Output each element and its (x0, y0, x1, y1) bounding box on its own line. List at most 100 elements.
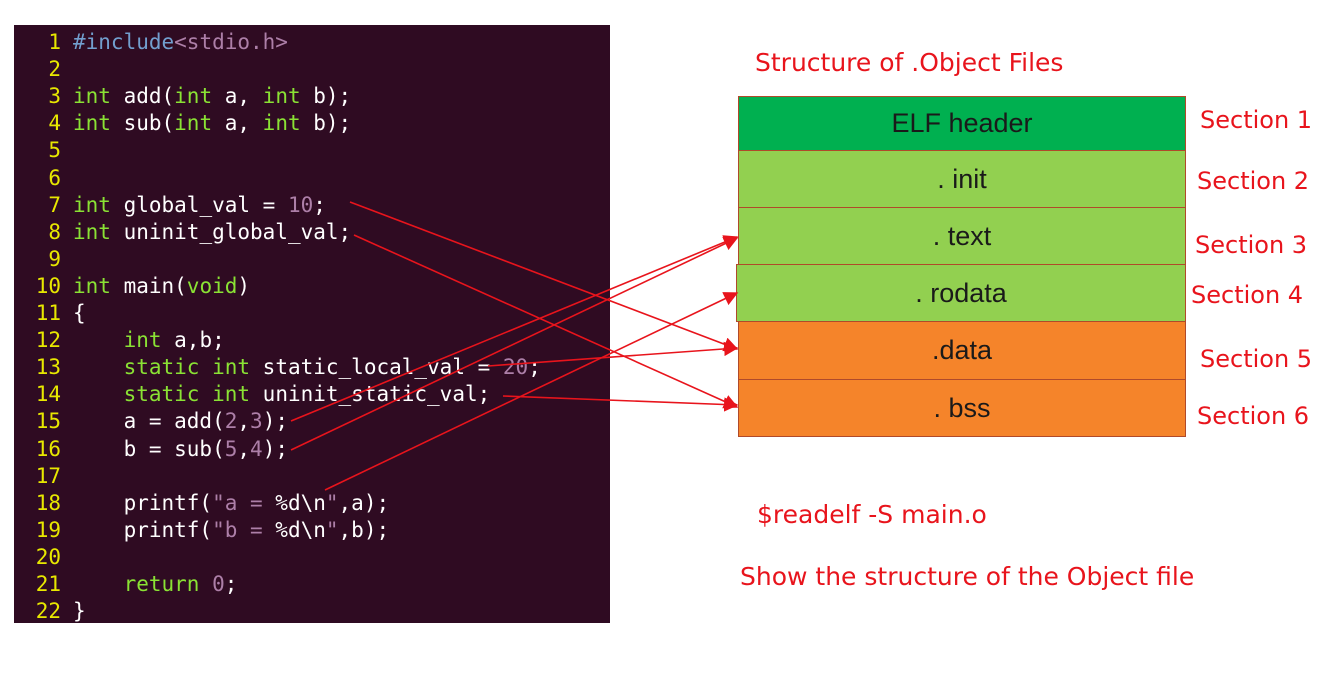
section-row: . init (738, 150, 1186, 208)
code-token: { (73, 301, 86, 325)
code-token: ; (528, 355, 541, 380)
code-token: " (325, 490, 339, 515)
code-token: int (212, 382, 251, 407)
arrow-uninit-global-to-bss (353, 234, 739, 409)
code-token: printf( (73, 517, 213, 542)
line-number: 5 (48, 138, 61, 163)
code-line: 6 (14, 165, 73, 191)
line-number: 19 (35, 517, 61, 542)
line-number: 3 (48, 84, 61, 109)
code-token: int (123, 328, 162, 353)
code-token: int (174, 84, 213, 109)
code-token: a = add( (73, 409, 225, 434)
section-name: . text (932, 220, 992, 251)
code-line: 22} (14, 598, 86, 624)
code-token: " (325, 517, 339, 542)
code-token: printf( (73, 490, 213, 515)
section-name: ELF header (891, 108, 1033, 138)
section-name: . init (937, 163, 987, 194)
code-token: 2 (224, 409, 238, 434)
code-line: 15 a = add(2,3); (14, 408, 288, 434)
code-token: #include (73, 30, 175, 54)
code-line: 2 (14, 56, 73, 82)
code-token: a, (212, 84, 263, 109)
section-name: . bss (933, 392, 991, 423)
code-line: 13 static int static_local_val = 20; (14, 354, 541, 380)
line-number: 13 (35, 355, 61, 380)
code-token: , (237, 436, 251, 461)
line-number: 10 (35, 273, 61, 298)
code-token: static (123, 382, 200, 407)
code-token: a, (212, 111, 263, 136)
code-token: static (123, 355, 200, 380)
code-line: 19 printf("b = %d\n",b); (14, 517, 389, 543)
code-token: ; (224, 572, 238, 596)
arrow-printf-to-rodata (324, 292, 739, 491)
code-token: 0 (212, 572, 225, 596)
line-number: 18 (35, 490, 61, 515)
section-number-label: Section 1 (1200, 106, 1313, 134)
code-token: 20 (502, 355, 529, 380)
code-token: <stdio.h> (174, 30, 288, 54)
code-token: sub( (110, 111, 175, 136)
code-token: int (212, 355, 251, 380)
line-number: 7 (48, 192, 61, 217)
section-number-label: Section 4 (1191, 281, 1304, 309)
code-token: 4 (250, 436, 263, 461)
code-token: } (73, 599, 86, 624)
line-number: 20 (35, 544, 61, 569)
line-number: 2 (48, 57, 61, 82)
code-token: b); (300, 111, 352, 136)
code-token: return (73, 572, 213, 596)
code-line: 9 (14, 246, 73, 272)
section-name: .data (931, 335, 993, 365)
arrow-global-val-to-data (349, 201, 739, 352)
line-number: 8 (48, 219, 61, 244)
code-line: 5 (14, 137, 73, 163)
code-token: int (174, 111, 213, 136)
code-token: "b = (212, 517, 276, 542)
code-token: , (237, 409, 251, 434)
code-token: static_local_val = (250, 355, 503, 380)
line-number: 6 (48, 165, 61, 190)
code-token: b = sub( (73, 436, 225, 461)
code-token: ); (262, 436, 288, 461)
code-line: 14 static int uninit_static_val; (14, 381, 491, 407)
section-row: . text (738, 207, 1186, 265)
line-number: 15 (35, 409, 61, 434)
code-token: 3 (250, 409, 263, 434)
code-token: 10 (287, 192, 314, 217)
code-token: ); (262, 409, 288, 434)
code-line: 21 return 0; (14, 571, 238, 597)
code-token: void (186, 273, 238, 298)
structure-note: Show the structure of the Object file (740, 562, 1195, 591)
code-token: uninit_global_val; (110, 219, 352, 244)
code-token: int (262, 84, 301, 109)
section-name: . rodata (915, 277, 1007, 308)
code-token: ; (313, 192, 326, 217)
line-number: 21 (35, 572, 61, 596)
code-token: %d\n (275, 517, 326, 542)
code-line: 17 (14, 463, 73, 489)
code-token: %d\n (275, 490, 326, 515)
section-row: .data (738, 321, 1186, 380)
code-token: "a = (212, 490, 276, 515)
line-number: 17 (35, 463, 61, 488)
section-number-label: Section 2 (1197, 167, 1310, 195)
code-token: int (73, 192, 111, 217)
code-token: ,a); (338, 490, 390, 515)
section-row: . bss (738, 379, 1186, 437)
line-number: 1 (48, 30, 61, 54)
code-line: 12 int a,b; (14, 327, 225, 353)
line-number: 11 (35, 301, 61, 325)
code-token: ,b); (338, 517, 390, 542)
code-line: 20 (14, 544, 73, 570)
line-number: 4 (48, 111, 61, 136)
code-token: 5 (224, 436, 238, 461)
